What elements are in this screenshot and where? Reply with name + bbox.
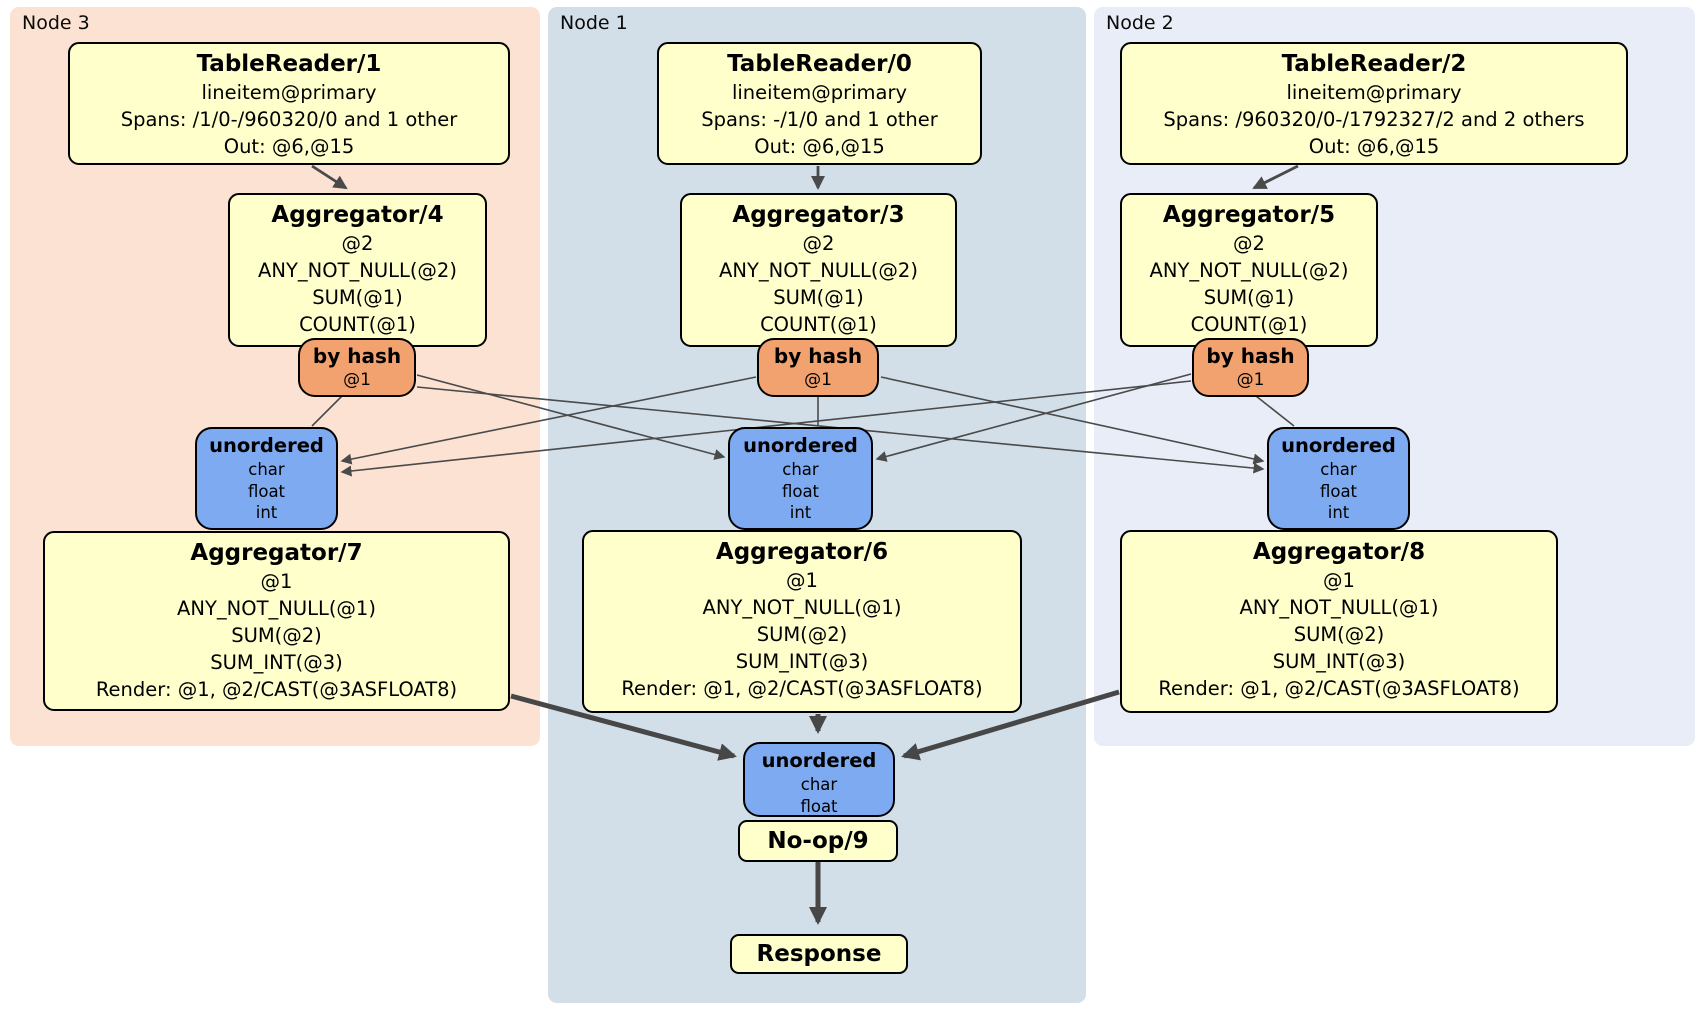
render-line: Render: @1, @2/CAST(@3ASFLOAT8)	[95, 678, 458, 701]
agg-fn-line: SUM_INT(@3)	[1272, 650, 1406, 673]
spans-line: Spans: /960320/0-/1792327/2 and 2 others	[1163, 108, 1585, 131]
box-noop-9: No-op/9	[738, 820, 898, 862]
sync-type: int	[789, 503, 812, 522]
box-aggregator-8: Aggregator/8 @1 ANY_NOT_NULL(@1) SUM(@2)…	[1120, 530, 1558, 713]
render-line: Render: @1, @2/CAST(@3ASFLOAT8)	[621, 677, 983, 700]
agg-fn-line: SUM(@2)	[756, 623, 848, 646]
router-key: @1	[804, 370, 832, 390]
sync-type: int	[1327, 503, 1350, 522]
processor-title: Aggregator/7	[190, 540, 363, 566]
processor-title: Aggregator/8	[1252, 539, 1426, 565]
sync-title: unordered	[1281, 434, 1396, 457]
router-title: by hash	[1206, 344, 1295, 368]
index-line: lineitem@primary	[731, 81, 908, 104]
processor-title: Aggregator/3	[732, 202, 905, 228]
sync-type: char	[782, 460, 819, 479]
sync-type: float	[800, 796, 838, 816]
agg-fn-line: SUM(@2)	[1293, 623, 1385, 646]
agg-fn-line: SUM_INT(@3)	[735, 650, 869, 673]
sync-type: char	[800, 775, 838, 794]
out-line: Out: @6,@15	[754, 135, 885, 158]
sync-unordered-node1: unordered char float int	[728, 427, 873, 530]
box-response: Response	[730, 934, 908, 974]
agg-fn-line: COUNT(@1)	[1190, 313, 1308, 336]
agg-fn-line: ANY_NOT_NULL(@2)	[1149, 259, 1349, 282]
node-3-label: Node 3	[22, 12, 90, 34]
router-title: by hash	[773, 344, 863, 368]
response-title: Response	[756, 941, 882, 967]
router-key: @1	[1236, 370, 1265, 390]
agg-fn-line: ANY_NOT_NULL(@1)	[177, 597, 376, 620]
sync-unordered-final: unordered char float	[743, 742, 895, 817]
index-line: lineitem@primary	[1286, 81, 1462, 104]
group-line: @2	[341, 232, 374, 255]
out-line: Out: @6,@15	[1308, 135, 1440, 158]
processor-title: TableReader/0	[727, 51, 912, 77]
agg-fn-line: ANY_NOT_NULL(@1)	[1239, 596, 1439, 619]
sync-type: float	[1319, 481, 1358, 501]
group-line: @2	[802, 232, 835, 255]
spans-line: Spans: /1/0-/960320/0 and 1 other	[120, 108, 458, 131]
box-aggregator-7: Aggregator/7 @1 ANY_NOT_NULL(@1) SUM(@2)…	[43, 531, 510, 711]
group-line: @1	[1323, 569, 1355, 592]
agg-fn-line: SUM(@2)	[231, 624, 322, 647]
box-aggregator-4: Aggregator/4 @2 ANY_NOT_NULL(@2) SUM(@1)…	[228, 193, 487, 347]
sync-title: unordered	[761, 749, 877, 772]
processor-title: Aggregator/5	[1162, 202, 1336, 228]
agg-fn-line: SUM(@1)	[773, 286, 864, 309]
box-aggregator-5: Aggregator/5 @2 ANY_NOT_NULL(@2) SUM(@1)…	[1120, 193, 1378, 347]
box-aggregator-3: Aggregator/3 @2 ANY_NOT_NULL(@2) SUM(@1)…	[680, 193, 957, 347]
agg-fn-line: ANY_NOT_NULL(@2)	[719, 259, 918, 282]
node-2-label: Node 2	[1106, 12, 1174, 34]
processor-title: Aggregator/6	[715, 539, 889, 565]
sync-title: unordered	[743, 434, 858, 457]
sync-unordered-node3: unordered char float int	[195, 427, 338, 530]
out-line: Out: @6,@15	[223, 135, 355, 158]
processor-title: No-op/9	[767, 828, 869, 854]
sync-unordered-node2: unordered char float int	[1267, 427, 1410, 530]
router-by-hash-node2: by hash @1	[1192, 338, 1309, 397]
agg-fn-line: SUM(@1)	[1203, 286, 1295, 309]
spans-line: Spans: -/1/0 and 1 other	[701, 108, 938, 131]
router-key: @1	[343, 370, 371, 390]
group-line: @1	[260, 570, 293, 593]
group-line: @1	[786, 569, 818, 592]
processor-title: TableReader/2	[1281, 51, 1467, 77]
box-tablereader-0: TableReader/0 lineitem@primary Spans: -/…	[657, 42, 982, 165]
node-1-label: Node 1	[560, 12, 628, 34]
router-title: by hash	[312, 344, 402, 368]
processor-title: TableReader/1	[196, 51, 382, 77]
index-line: lineitem@primary	[201, 81, 377, 104]
agg-fn-line: ANY_NOT_NULL(@2)	[258, 259, 457, 282]
agg-fn-line: COUNT(@1)	[299, 313, 416, 336]
sync-type: int	[255, 503, 278, 522]
agg-fn-line: ANY_NOT_NULL(@1)	[702, 596, 902, 619]
router-by-hash-node3: by hash @1	[298, 338, 416, 397]
sync-type: float	[781, 481, 820, 501]
box-aggregator-6: Aggregator/6 @1 ANY_NOT_NULL(@1) SUM(@2)…	[582, 530, 1022, 713]
box-tablereader-1: TableReader/1 lineitem@primary Spans: /1…	[68, 42, 510, 165]
sync-type: float	[247, 481, 286, 501]
sync-type: char	[1320, 460, 1357, 479]
agg-fn-line: SUM(@1)	[312, 286, 403, 309]
render-line: Render: @1, @2/CAST(@3ASFLOAT8)	[1158, 677, 1520, 700]
agg-fn-line: COUNT(@1)	[760, 313, 877, 336]
processor-title: Aggregator/4	[271, 202, 444, 228]
group-line: @2	[1233, 232, 1265, 255]
sync-type: char	[248, 460, 285, 479]
sync-title: unordered	[209, 434, 324, 457]
box-tablereader-2: TableReader/2 lineitem@primary Spans: /9…	[1120, 42, 1628, 165]
agg-fn-line: SUM_INT(@3)	[210, 651, 343, 674]
router-by-hash-node1: by hash @1	[757, 338, 879, 397]
